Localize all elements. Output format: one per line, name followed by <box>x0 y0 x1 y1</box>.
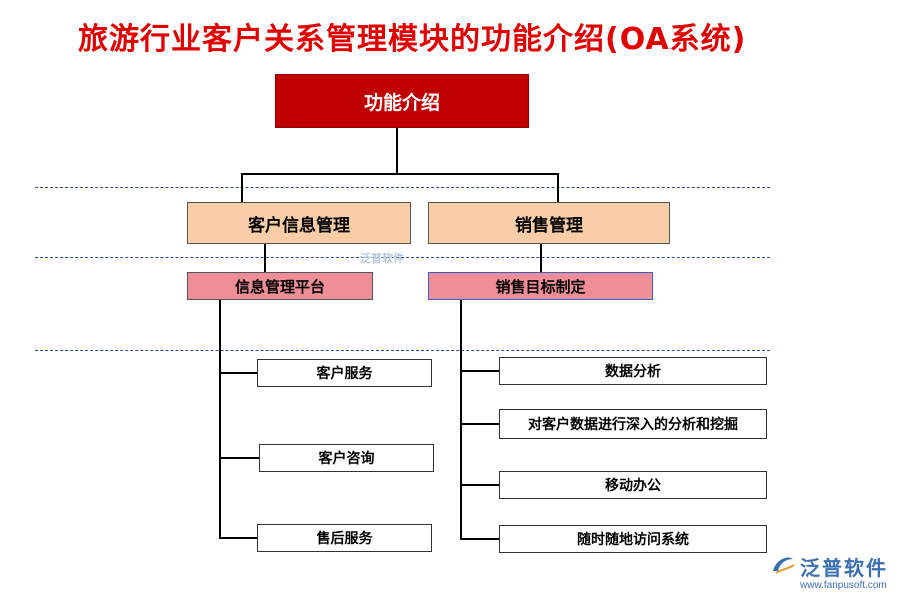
sub-sales-target: 销售目标制定 <box>428 272 653 300</box>
logo-icon <box>770 553 796 581</box>
leaf-customer-service: 客户服务 <box>257 359 432 387</box>
connector-line <box>219 372 257 374</box>
brand-logo: 泛普软件 <box>770 552 888 581</box>
connector-line <box>460 484 499 486</box>
connector-line <box>557 173 559 202</box>
branch-customer-info: 客户信息管理 <box>187 202 411 244</box>
leaf-data-analysis: 数据分析 <box>499 357 767 385</box>
connector-line <box>219 537 257 539</box>
leaf-deep-analysis: 对客户数据进行深入的分析和挖掘 <box>499 409 767 439</box>
branch-sales: 销售管理 <box>428 202 670 244</box>
connector-line <box>219 457 259 459</box>
leaf-mobile-office: 移动办公 <box>499 471 767 499</box>
connector-line <box>460 300 462 540</box>
leaf-customer-consult: 客户咨询 <box>259 444 434 472</box>
connector-line <box>219 300 221 539</box>
dashed-divider <box>35 187 770 188</box>
connector-line <box>264 244 266 272</box>
logo-text: 泛普软件 <box>800 556 888 580</box>
connector-line <box>540 244 542 272</box>
connector-line <box>460 370 499 372</box>
leaf-anywhere-access: 随时随地访问系统 <box>499 525 767 553</box>
dashed-divider <box>35 257 770 258</box>
connector-line <box>460 423 499 425</box>
watermark-text: 泛普软件 <box>360 252 404 265</box>
leaf-after-sales: 售后服务 <box>257 524 432 552</box>
page-title: 旅游行业客户关系管理模块的功能介绍(OA系统) <box>78 22 747 57</box>
connector-line <box>460 538 499 540</box>
connector-line <box>241 173 559 175</box>
connector-line <box>396 128 398 174</box>
sub-info-platform: 信息管理平台 <box>187 272 373 300</box>
connector-line <box>241 173 243 202</box>
root-node: 功能介绍 <box>275 74 529 128</box>
dashed-divider <box>35 350 770 351</box>
watermark: 泛普软件 <box>360 250 404 266</box>
logo-url: www.fanpusoft.com <box>800 580 887 591</box>
